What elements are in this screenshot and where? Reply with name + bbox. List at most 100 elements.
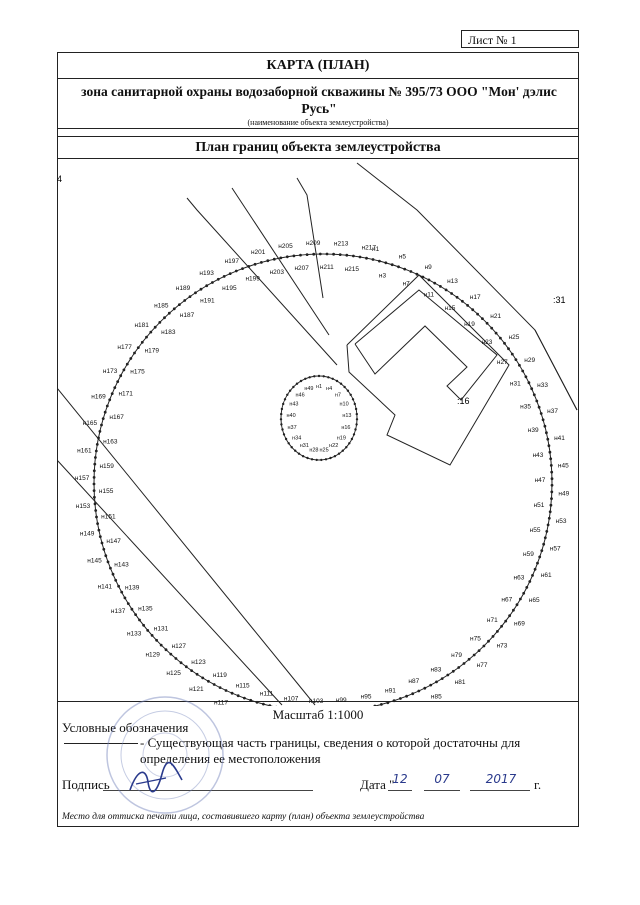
divider <box>58 128 578 129</box>
boundary-point <box>546 437 550 441</box>
point-label: н131 <box>154 625 169 632</box>
boundary-point <box>450 292 453 295</box>
boundary-point <box>295 382 299 385</box>
point-label: н4 <box>326 386 332 392</box>
boundary-point <box>494 331 498 335</box>
boundary-point <box>533 567 537 571</box>
boundary-point <box>487 639 490 643</box>
point-label: н217 <box>362 244 377 251</box>
boundary-point <box>531 574 534 577</box>
boundary-point <box>234 269 238 273</box>
boundary-point <box>236 694 240 698</box>
boundary-point <box>247 265 251 268</box>
boundary-point <box>329 456 332 460</box>
point-label: н155 <box>99 488 114 495</box>
boundary-point <box>304 377 307 380</box>
boundary-point <box>92 476 96 479</box>
boundary-point <box>279 418 283 421</box>
boundary-point <box>512 608 515 612</box>
boundary-point <box>159 643 163 647</box>
boundary-point <box>380 703 383 706</box>
boundary-point <box>485 321 489 325</box>
parcel-line <box>231 187 330 336</box>
point-label: н13 <box>447 278 458 285</box>
boundary-point <box>521 369 525 373</box>
point-label: н145 <box>87 558 102 565</box>
point-label: н99 <box>336 697 347 704</box>
boundary-point <box>515 603 519 607</box>
boundary-point <box>549 457 553 461</box>
point-label: н135 <box>138 606 153 613</box>
point-label: н103 <box>309 698 324 705</box>
signature-icon <box>129 761 183 793</box>
point-label: н207 <box>294 265 309 272</box>
doc-title: КАРТА (ПЛАН) <box>266 58 370 73</box>
boundary-point <box>114 578 118 582</box>
point-label: н43 <box>533 452 544 459</box>
boundary-point <box>283 398 287 401</box>
boundary-point <box>262 702 265 706</box>
boundary-point <box>427 278 431 282</box>
boundary-point <box>134 613 137 616</box>
boundary-point <box>98 535 102 538</box>
boundary-point <box>417 689 421 693</box>
boundary-point <box>371 258 375 261</box>
point-label: н73 <box>497 642 508 649</box>
point-label: н137 <box>111 608 126 615</box>
point-label: н167 <box>109 414 124 421</box>
date-day: 12 <box>392 772 408 786</box>
boundary-point <box>392 699 396 703</box>
divider <box>58 158 578 159</box>
point-label: н143 <box>114 562 129 569</box>
point-label: н177 <box>117 344 132 351</box>
date-underline <box>470 790 530 791</box>
signature-label: Подпись <box>62 777 110 792</box>
date-underline <box>424 790 460 791</box>
boundary-point <box>290 446 293 449</box>
point-label: н91 <box>385 687 396 694</box>
boundary-point <box>472 653 476 657</box>
point-label: н49 <box>304 386 313 392</box>
point-label: н163 <box>103 438 118 445</box>
point-label: н13 <box>342 413 351 419</box>
corner-label: 4 <box>57 174 62 184</box>
boundary-point <box>201 676 205 680</box>
point-label: н25 <box>509 334 520 341</box>
boundary-point <box>150 634 154 637</box>
boundary-point <box>538 555 542 559</box>
boundary-point <box>284 437 288 441</box>
point-label: н183 <box>161 329 176 336</box>
boundary-point <box>93 502 97 506</box>
boundary-point <box>324 458 328 461</box>
boundary-point <box>331 377 334 380</box>
point-label: н67 <box>501 596 512 603</box>
boundary-point <box>129 357 133 360</box>
boundary-point <box>195 672 199 676</box>
boundary-point <box>146 629 150 632</box>
point-label: н49 <box>558 490 569 497</box>
boundary-point <box>111 572 115 576</box>
boundary-point <box>543 424 547 428</box>
boundary-point <box>527 381 531 385</box>
boundary-point <box>212 683 216 686</box>
boundary-point <box>548 510 552 514</box>
boundary-point <box>397 265 400 269</box>
boundary-point <box>184 665 188 669</box>
boundary-point <box>130 607 134 611</box>
boundary-point <box>327 376 330 379</box>
point-label: н65 <box>529 597 540 604</box>
boundary-point <box>103 410 107 414</box>
boundary-point <box>507 347 510 351</box>
point-label: н40 <box>287 413 296 419</box>
parcel-line <box>534 329 578 411</box>
boundary-point <box>332 252 335 256</box>
boundary-point <box>446 673 450 677</box>
point-label: н28 <box>309 448 318 454</box>
point-label: н83 <box>430 666 441 673</box>
boundary-point <box>550 483 554 487</box>
boundary-point <box>518 363 521 367</box>
point-label: н81 <box>455 679 466 686</box>
boundary-point <box>155 638 158 642</box>
legend-title: Условные обозначения <box>62 720 189 735</box>
boundary-point <box>268 704 272 706</box>
